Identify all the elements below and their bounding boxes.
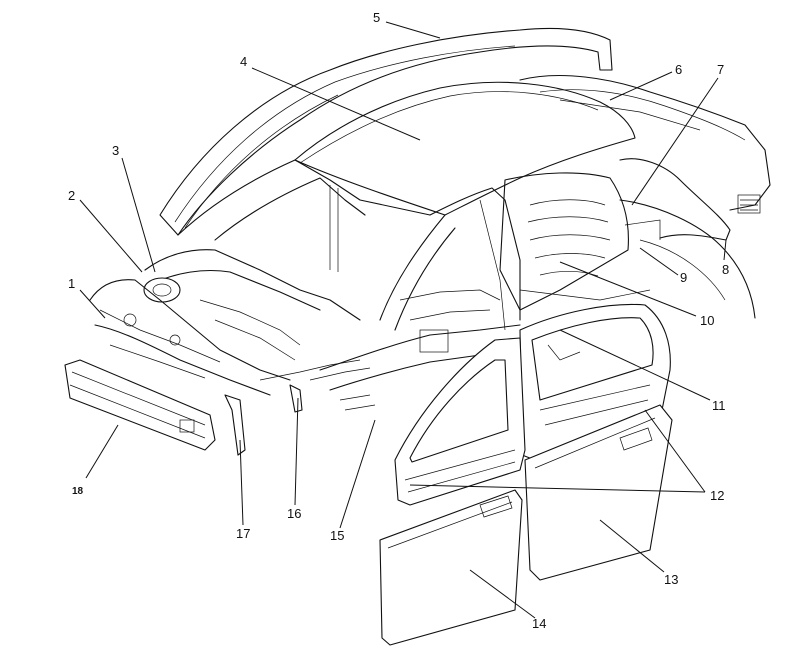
callout-16: 16 — [287, 506, 301, 521]
leader-11 — [559, 329, 711, 401]
front-rails — [89, 279, 291, 396]
callout-7: 7 — [717, 62, 724, 77]
callout-11: 11 — [712, 398, 726, 413]
side-roof-rail-outer — [159, 27, 613, 236]
leader-17 — [239, 439, 244, 526]
callout-4: 4 — [240, 54, 247, 69]
leader-9 — [639, 247, 679, 276]
dash-cowl — [143, 249, 361, 361]
front-door-frame — [394, 337, 526, 506]
leader-8 — [723, 239, 727, 261]
callout-2: 2 — [68, 188, 75, 203]
leader-lines — [79, 21, 727, 619]
callout-17: 17 — [236, 526, 250, 541]
rocker-and-crossmembers — [319, 289, 521, 411]
rear-wheelhouse — [619, 158, 756, 319]
front-door-outer-panel — [379, 489, 523, 646]
leader-10 — [559, 261, 697, 317]
front-lower-structure — [224, 359, 371, 456]
leader-5 — [385, 21, 441, 39]
callout-9: 9 — [680, 270, 687, 285]
leader-4 — [251, 67, 421, 141]
leader-3 — [121, 157, 156, 273]
callout-3: 3 — [112, 143, 119, 158]
leader-15 — [339, 419, 376, 529]
leader-12b — [644, 409, 706, 493]
rear-quarter-upper — [519, 75, 771, 214]
rear-door-outer-panel — [524, 404, 673, 581]
leader-13 — [599, 519, 665, 573]
callout-1: 1 — [68, 276, 75, 291]
callout-12: 12 — [710, 488, 724, 503]
leader-14 — [469, 569, 536, 619]
callout-15: 15 — [330, 528, 344, 543]
leader-6 — [609, 71, 673, 101]
callout-labels: 1 2 3 4 5 6 7 8 9 10 11 12 13 14 15 16 1… — [68, 10, 729, 631]
floor-panel — [499, 172, 651, 311]
body-side-frame — [177, 159, 521, 331]
callout-8: 8 — [722, 262, 729, 277]
callout-10: 10 — [700, 313, 714, 328]
leader-7 — [631, 77, 719, 206]
front-bumper-reinforcement — [64, 359, 216, 451]
callout-5: 5 — [373, 10, 380, 25]
leader-2 — [79, 199, 143, 273]
callout-14: 14 — [532, 616, 546, 631]
leader-18 — [85, 424, 119, 479]
leader-1 — [79, 289, 106, 319]
roof-panel — [294, 81, 636, 216]
leader-12a — [409, 484, 706, 493]
callout-6: 6 — [675, 62, 682, 77]
callout-13: 13 — [664, 572, 678, 587]
leader-16 — [294, 397, 299, 506]
callout-18: 18 — [72, 486, 84, 497]
